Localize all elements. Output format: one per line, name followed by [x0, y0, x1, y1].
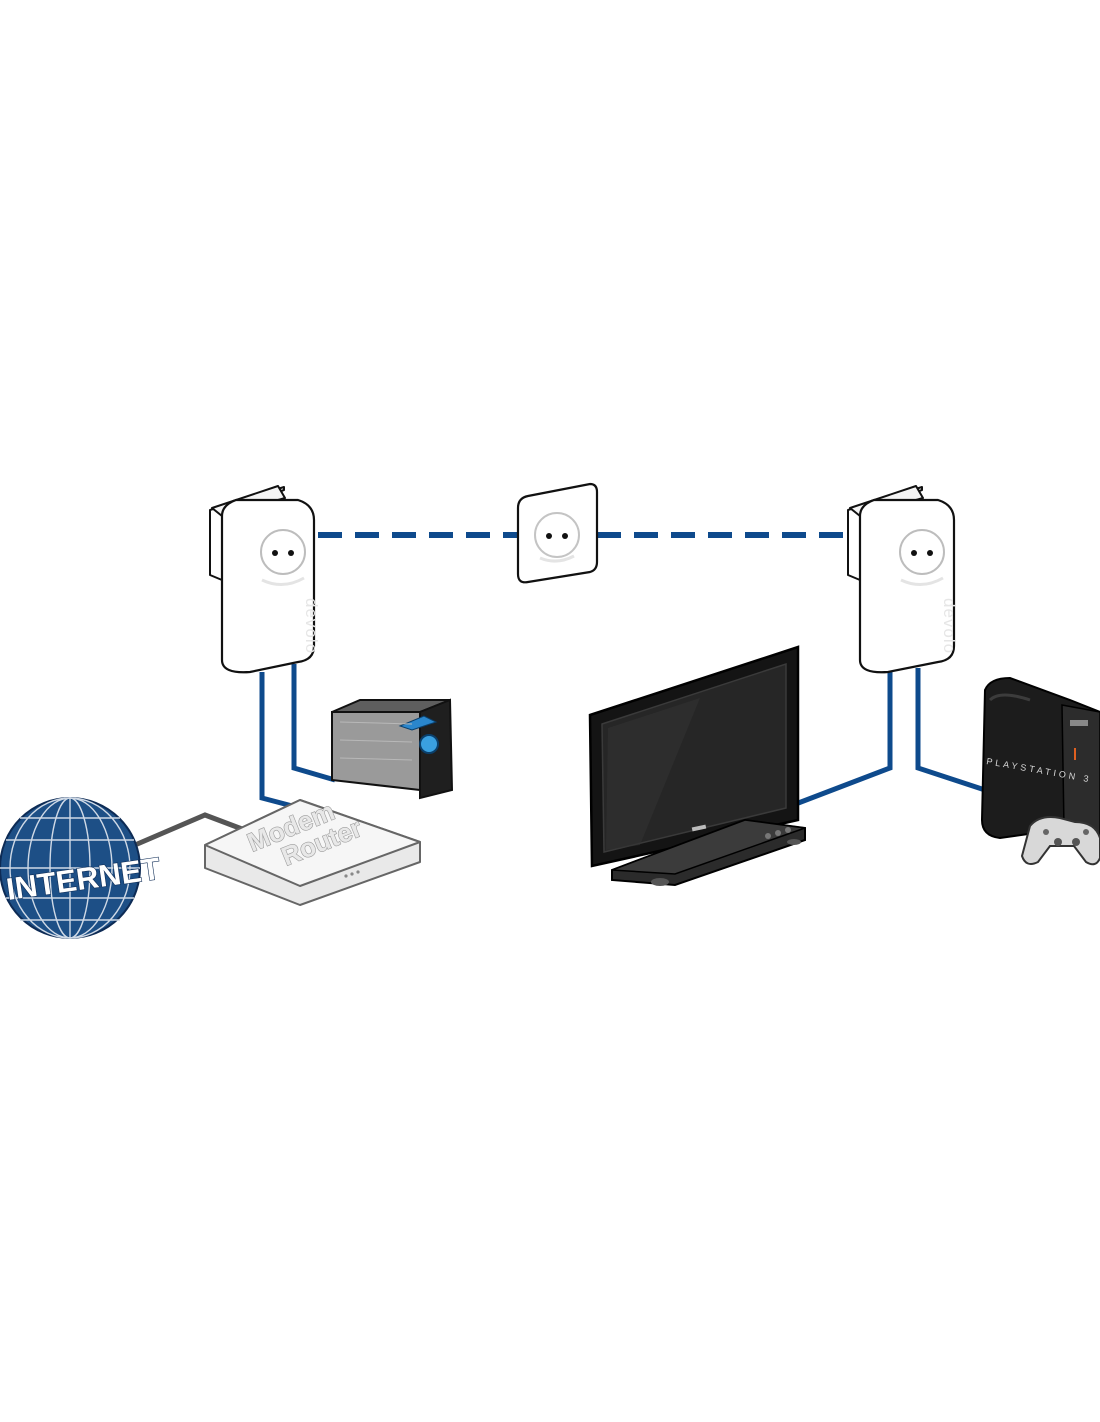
adapter-brand-left: devolo: [302, 598, 321, 654]
nas-icon: [331, 698, 454, 800]
ethernet-cable-console: [915, 668, 986, 793]
ethernet-cable-tv: [779, 668, 893, 813]
adapter-brand-right: devolo: [940, 598, 959, 654]
powerline-adapter-left: devolo: [209, 485, 321, 674]
internet-globe: INTERNET: [0, 797, 163, 939]
globe-icon: INTERNET: [0, 797, 163, 939]
television: [588, 645, 806, 887]
cables: [134, 532, 986, 848]
router-icon: Modem Router: [204, 795, 421, 906]
tv-icon: [588, 645, 800, 868]
ethernet-cable-router: [259, 672, 301, 811]
modem-router: Modem Router: [204, 795, 421, 906]
game-console-icon: PLAYSTATION 3: [980, 676, 1100, 842]
wall-socket: [516, 482, 599, 584]
wall-socket-icon: [516, 482, 599, 584]
gamepad-icon: [1020, 816, 1100, 866]
powerline-adapter-icon: devolo: [847, 485, 959, 674]
powerline-adapter-right: devolo: [847, 485, 959, 674]
nas-device: [331, 698, 454, 800]
internet-cable: [134, 812, 251, 848]
ethernet-cable-nas: [291, 664, 336, 783]
powerline-adapter-icon: devolo: [209, 485, 321, 674]
game-console: PLAYSTATION 3: [980, 676, 1100, 866]
set-top-box-icon: [611, 818, 806, 887]
